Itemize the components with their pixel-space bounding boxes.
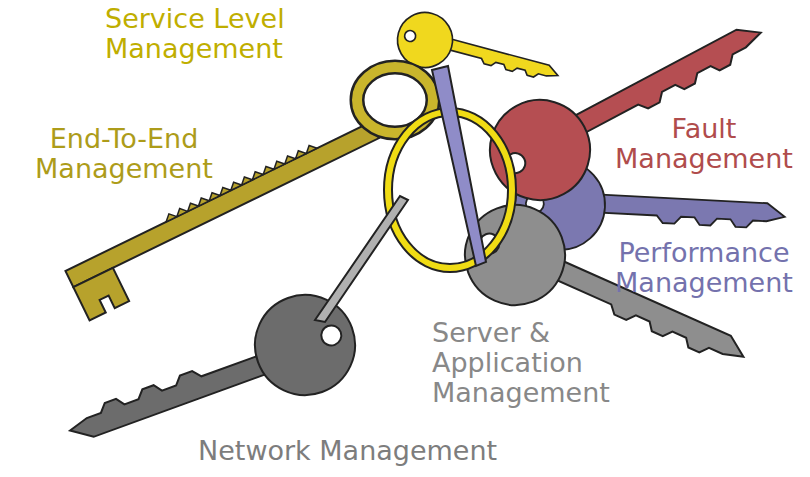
service-level-key <box>391 6 565 102</box>
key-tag <box>315 196 408 322</box>
key-bit <box>73 268 129 321</box>
key-head <box>241 281 369 409</box>
key-label: End-To-End Management <box>4 124 244 184</box>
key-hole <box>318 323 344 349</box>
key-label: Performance Management <box>604 238 804 298</box>
key-fob <box>432 66 486 266</box>
key-hole <box>403 29 416 42</box>
fault-key <box>472 0 784 218</box>
key-label: Fault Management <box>604 114 804 174</box>
key-label: Service Level Management <box>105 4 355 64</box>
key-blade <box>595 194 785 229</box>
key-head <box>472 82 607 217</box>
key-blade <box>444 38 560 83</box>
key-label: Server & Application Management <box>432 318 672 408</box>
key-label: Network Management <box>198 436 598 466</box>
key-blade <box>65 346 272 444</box>
key-blade <box>569 20 768 143</box>
